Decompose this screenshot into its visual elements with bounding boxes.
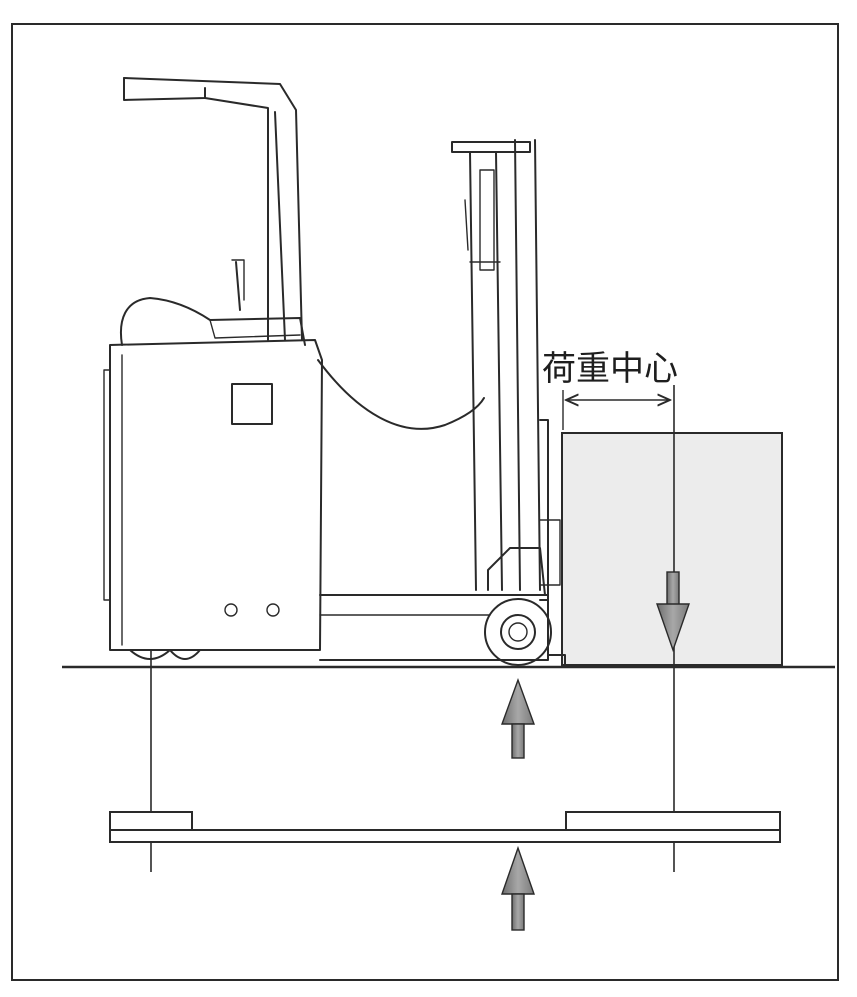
diagram-frame (11, 23, 839, 981)
forklift-mast (451, 139, 561, 601)
beam-diagram (109, 811, 781, 843)
beam-rear-block (109, 811, 193, 831)
load-center-label: 荷重中心 (542, 349, 678, 389)
beam-reaction-arrow-icon (501, 845, 535, 931)
beam-load-block (565, 811, 781, 831)
forklift-body (103, 77, 552, 666)
arrow-down-icon (656, 571, 690, 653)
arrow-up-icon (501, 677, 535, 759)
fork (547, 654, 566, 666)
